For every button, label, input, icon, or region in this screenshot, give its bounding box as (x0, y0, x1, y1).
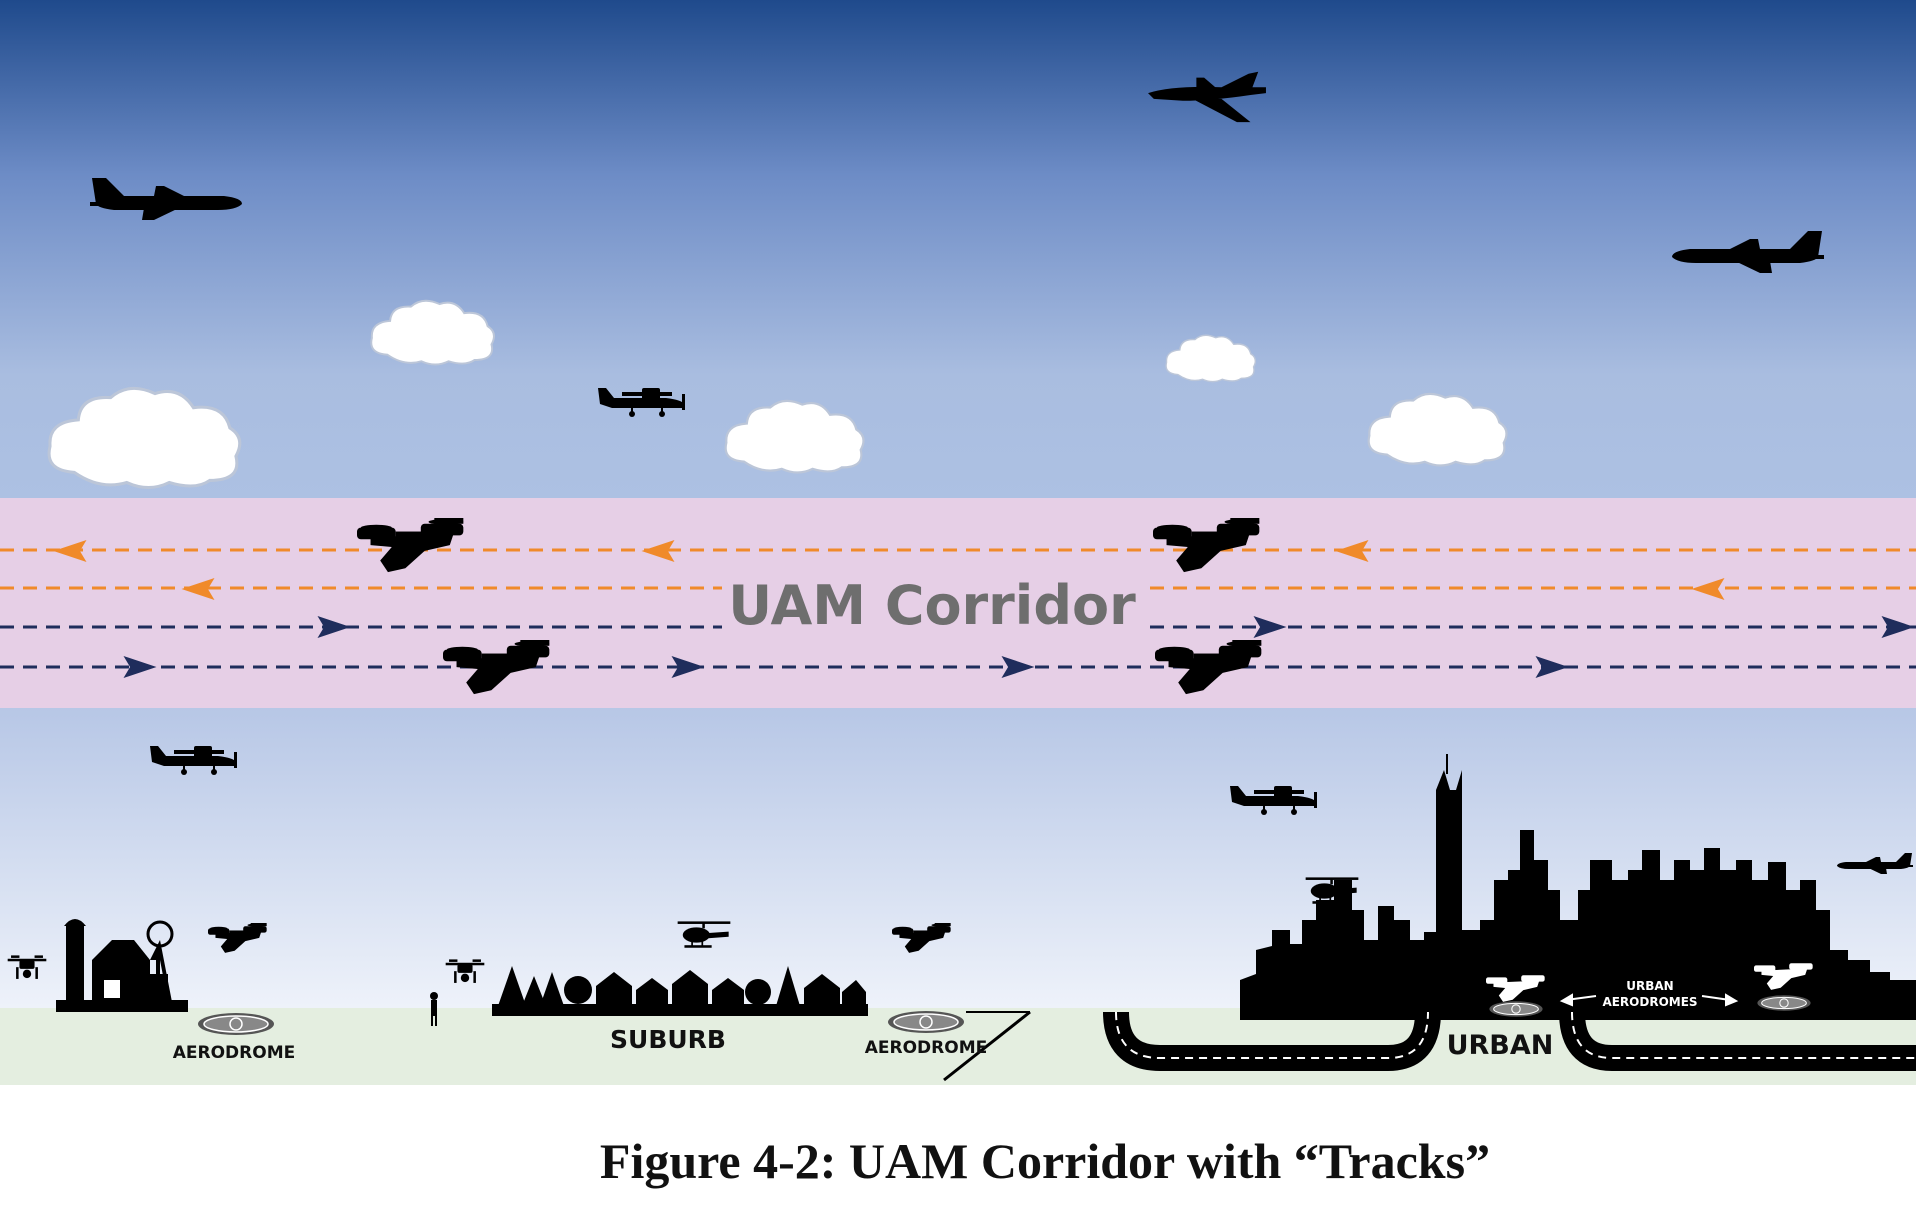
urban-aerodromes-label-line2: AERODROMES (1602, 995, 1697, 1009)
urban-aerodrome-arrows (1559, 993, 1739, 1007)
uam-corridor-diagram: UAM Corridor (0, 0, 1916, 1085)
corridor-label-backdrop (722, 572, 1142, 630)
landing-pad-icon (197, 1012, 275, 1036)
upper-sky (0, 0, 1916, 500)
urban-roads (1103, 1011, 1916, 1071)
landing-pad-icon (887, 1010, 965, 1034)
runway-stripe (943, 1010, 1031, 1082)
corridor-label: UAM Corridor (728, 574, 1136, 637)
suburb-silhouette (492, 966, 868, 1016)
landing-pad-icon (1488, 1000, 1544, 1018)
city-skyline-silhouette (1240, 754, 1916, 1020)
barn-door (104, 980, 120, 998)
landing-pad-icon (1756, 994, 1812, 1012)
urban-label: URBAN (1447, 1030, 1554, 1061)
aerodrome-left-label: AERODROME (173, 1043, 296, 1063)
suburb-label: SUBURB (610, 1025, 726, 1054)
corridor-tracks (0, 548, 1916, 669)
figure-caption: Figure 4-2: UAM Corridor with “Tracks” (0, 1132, 1690, 1190)
diagram-canvas: UAM Corridor (0, 0, 1916, 1085)
person-silhouette (430, 992, 438, 1026)
figure-caption-text: Figure 4-2: UAM Corridor with “Tracks” (599, 1133, 1491, 1189)
aerodrome-mid-label: AERODROME (865, 1038, 988, 1058)
urban-aerodromes-label-line1: URBAN (1626, 979, 1673, 993)
